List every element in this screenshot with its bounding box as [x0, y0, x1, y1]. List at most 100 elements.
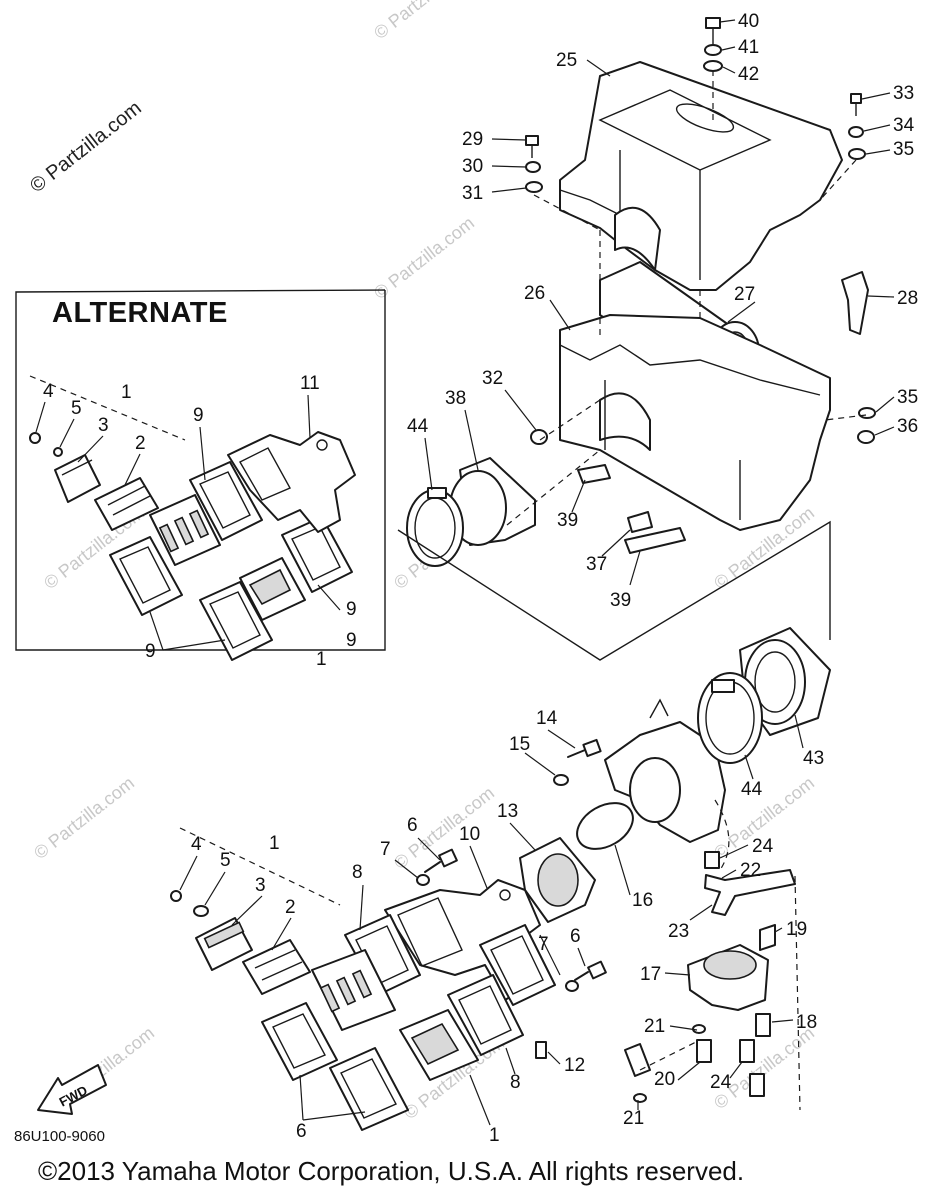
callout-number: 30	[462, 156, 483, 177]
callout-number: 16	[632, 890, 653, 911]
callout-number: 32	[482, 368, 503, 389]
nut-part	[530, 429, 548, 445]
callout-number: 27	[734, 284, 755, 305]
callout-number: 7	[538, 934, 549, 955]
callout-number: 19	[786, 919, 807, 940]
callout-number: 1	[489, 1125, 500, 1146]
callout-number: 6	[296, 1121, 307, 1142]
gasket-part	[261, 1002, 338, 1081]
copyright-notice: ©2013 Yamaha Motor Corporation, U.S.A. A…	[38, 1156, 745, 1186]
callout-number: 5	[71, 398, 82, 419]
washer-part	[858, 407, 876, 419]
callout-number: 10	[459, 824, 480, 845]
fuel-hose-part	[749, 1073, 765, 1097]
callout-number: 1	[121, 382, 132, 403]
callout-number: 6	[570, 926, 581, 947]
callout-number: 3	[98, 415, 109, 436]
callout-number: 6	[407, 815, 418, 836]
callout-number: 8	[352, 862, 363, 883]
callout-number: 34	[893, 115, 915, 136]
air-box-cover-part	[559, 61, 843, 291]
callout-number: 28	[897, 288, 918, 309]
air-box-case-part	[559, 314, 831, 531]
callout-number: 21	[644, 1016, 665, 1037]
bolt-part	[29, 432, 41, 444]
callout-number: 1	[316, 649, 327, 670]
callout-number: 29	[462, 129, 483, 150]
clip-part	[841, 271, 869, 335]
intake-assembly: FWD 14 15 13 10 16 6 7 8 24 22 23 19 17 …	[37, 627, 831, 1146]
reed-petal-part	[54, 454, 101, 503]
gasket-part	[189, 461, 263, 541]
fuel-hose-part	[739, 1039, 755, 1063]
callout-number: 35	[893, 139, 914, 160]
callout-number: 38	[445, 388, 466, 409]
callout-number: 24	[752, 836, 774, 857]
fuel-hose-part	[704, 869, 796, 916]
reed-stopper-part	[242, 939, 311, 995]
hose-clamp-part	[576, 802, 634, 850]
clip-part	[627, 511, 653, 533]
damper-part	[577, 464, 611, 484]
washer-part	[193, 905, 209, 917]
drawing-code: 86U100-9060	[14, 1128, 105, 1145]
callout-number: 12	[564, 1055, 585, 1076]
reed-stopper-part	[94, 477, 159, 531]
callout-number: 13	[497, 801, 518, 822]
callout-number: 39	[610, 590, 631, 611]
hose-clamp-part	[697, 672, 763, 764]
callout-number: 33	[893, 83, 914, 104]
watermark: © Partzilla.com	[30, 773, 138, 863]
callout-number: 35	[897, 387, 918, 408]
callout-number: 44	[741, 779, 763, 800]
callout-number: 20	[654, 1069, 675, 1090]
intake-manifold-part	[227, 431, 356, 533]
washer-part	[53, 447, 63, 457]
fuel-hose-part	[704, 851, 720, 869]
fuel-hose-part	[755, 1013, 771, 1037]
callout-number: 41	[738, 37, 759, 58]
callout-number: 22	[740, 860, 761, 881]
callout-number: 4	[191, 834, 202, 855]
callout-number: 42	[738, 64, 759, 85]
callout-number: 15	[509, 734, 530, 755]
gasket-part	[109, 536, 183, 616]
callout-number: 7	[380, 839, 391, 860]
callout-number: 26	[524, 283, 545, 304]
callout-number: 11	[300, 373, 320, 394]
gasket-part	[479, 924, 556, 1006]
callout-number: 21	[623, 1108, 644, 1129]
callout-number: 14	[536, 708, 558, 729]
callout-number: 36	[897, 416, 918, 437]
callout-number: 24	[710, 1072, 732, 1093]
callout-number: 5	[220, 850, 231, 871]
air-box-assembly: 40 41 42 25 33 34 35 29 30 31 26 27 28 3…	[397, 11, 918, 661]
callout-number: 39	[557, 510, 578, 531]
fwd-arrow-icon: FWD	[37, 1064, 107, 1115]
callout-number: 43	[803, 748, 824, 769]
callout-number: 37	[586, 554, 607, 575]
bolt-part	[170, 890, 182, 902]
callout-number: 9	[193, 405, 204, 426]
callout-number: 23	[668, 921, 689, 942]
watermark: © Partzilla.com	[370, 213, 478, 303]
callout-number: 17	[640, 964, 661, 985]
callout-number: 31	[462, 183, 483, 204]
callout-number: 9	[346, 630, 357, 651]
callout-number: 25	[556, 50, 577, 71]
callout-number: 3	[255, 875, 266, 896]
callout-number: 1	[269, 833, 280, 854]
damper-part	[624, 527, 686, 554]
gasket-part	[447, 974, 524, 1056]
fuel-hose-part	[624, 1043, 651, 1077]
callout-number: 4	[43, 381, 54, 402]
fuel-hose-part	[696, 1039, 712, 1063]
callout-number: 2	[285, 897, 296, 918]
callout-number: 8	[510, 1072, 521, 1093]
callout-number: 9	[346, 599, 357, 620]
callout-number: 44	[407, 416, 429, 437]
callout-number: 18	[796, 1012, 817, 1033]
callout-number: 9	[145, 641, 156, 662]
nut-part	[857, 430, 875, 444]
